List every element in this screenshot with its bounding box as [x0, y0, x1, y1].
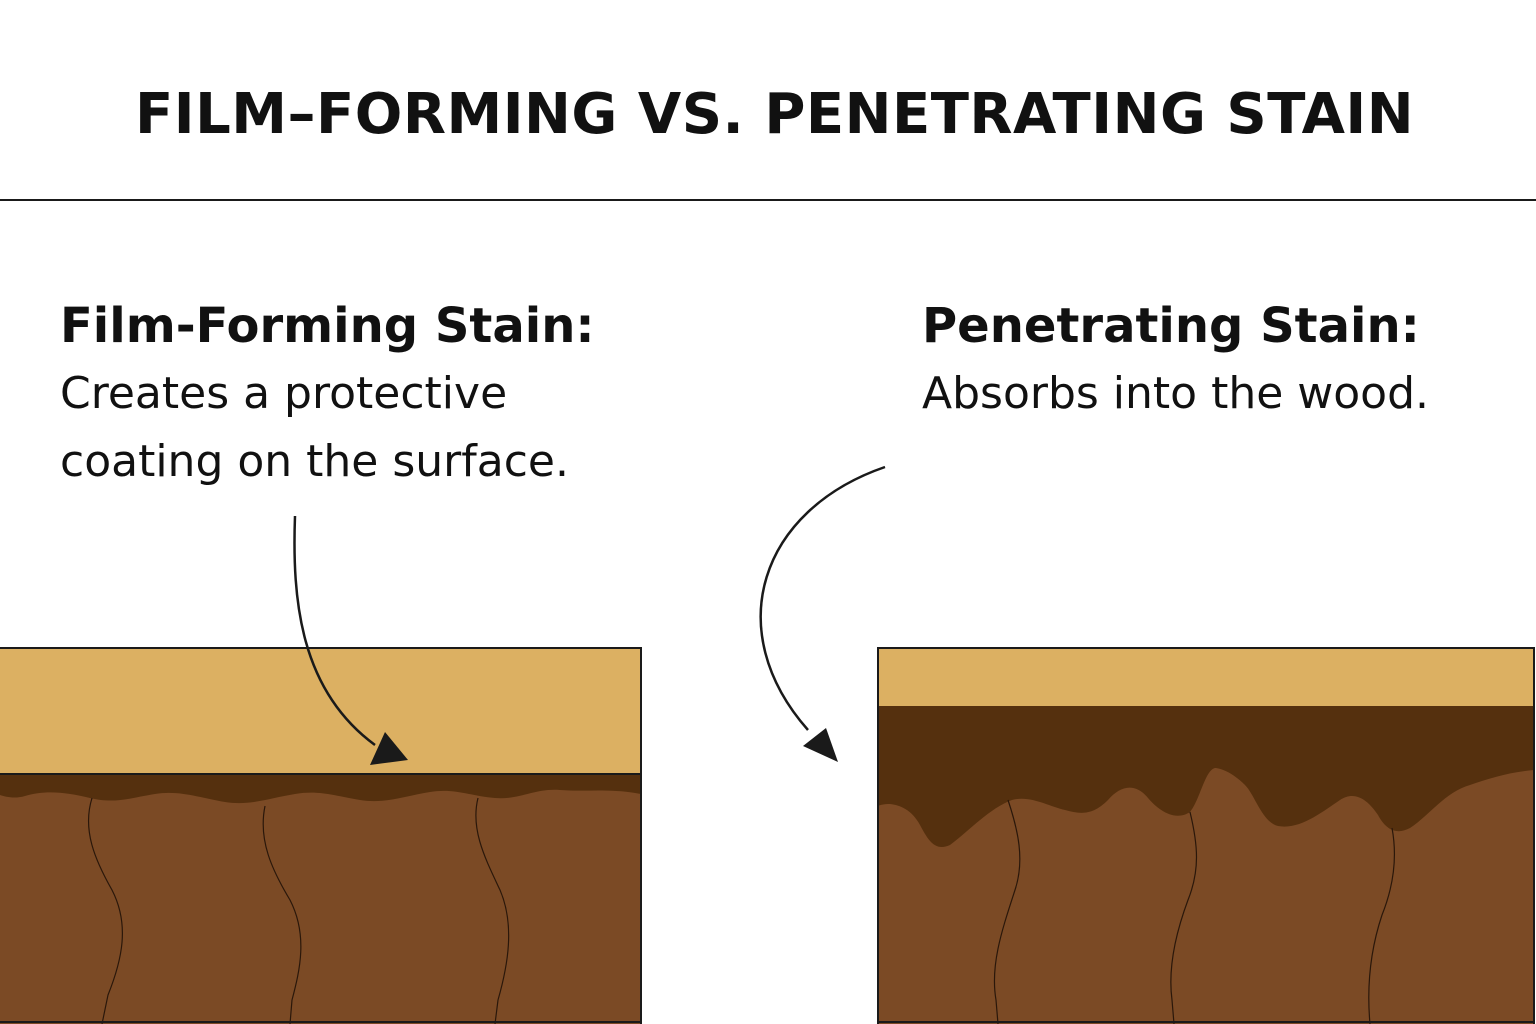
film-wood-surface-edge — [0, 774, 641, 804]
pen-grain-line — [1170, 811, 1198, 1024]
pen-grain-line — [1368, 827, 1395, 1024]
pen-pointer-arrow — [759, 465, 886, 731]
film-grain-line — [262, 805, 302, 1024]
film-forming-caption: Film-Forming Stain: Creates a protective… — [60, 292, 680, 496]
pen-absorbed-stain — [878, 706, 1534, 848]
penetrating-wood-block — [0, 647, 1535, 1024]
film-grain-line — [475, 797, 510, 1024]
film-forming-wood-block — [0, 647, 642, 1024]
pen-grain-line — [993, 799, 1021, 1024]
pen-arrowhead-icon — [803, 728, 838, 762]
film-forming-description: Creates a protective coating on the surf… — [60, 368, 569, 487]
film-forming-heading: Film-Forming Stain: — [60, 298, 595, 354]
film-pointer-arrow — [293, 515, 376, 747]
film-grain-line — [87, 797, 123, 1024]
pen-wood-body — [878, 706, 1534, 1024]
pen-block-outline — [877, 647, 1535, 1024]
title-divider — [0, 199, 1536, 201]
page-title: FILM–FORMING VS. PENETRATING STAIN — [135, 82, 1415, 147]
pen-surface-layer — [878, 648, 1534, 706]
penetrating-caption: Penetrating Stain: Absorbs into the wood… — [922, 292, 1522, 428]
film-wood-body — [0, 774, 641, 1024]
penetrating-description: Absorbs into the wood. — [922, 368, 1430, 419]
film-block-outline — [0, 647, 642, 1024]
penetrating-heading: Penetrating Stain: — [922, 298, 1420, 354]
film-arrowhead-icon — [370, 732, 408, 765]
film-stain-layer — [0, 648, 641, 774]
